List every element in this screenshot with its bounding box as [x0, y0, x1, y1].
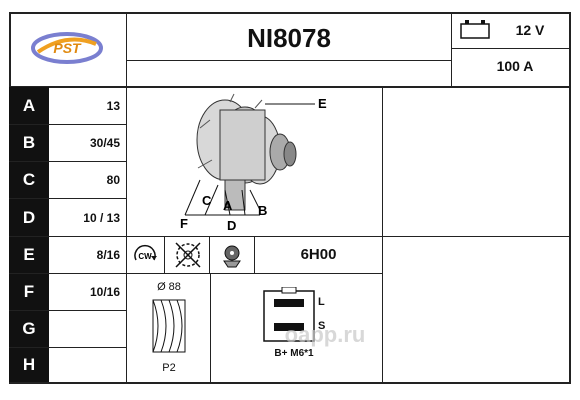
alternator-body	[196, 93, 297, 211]
row-value-h	[50, 348, 126, 382]
rotation-cw-icon: CW	[130, 240, 160, 270]
diagram-label-b: B	[258, 203, 267, 218]
row-value-e: 8/16	[96, 248, 120, 262]
battery-icon	[459, 18, 491, 40]
connector-label-s: S	[318, 320, 326, 332]
diagram-label-c: C	[202, 193, 212, 208]
voltage-value: 12 V	[515, 22, 545, 38]
connector-diagram	[260, 286, 318, 345]
row-label-h: H	[9, 348, 49, 382]
row-value-a: 13	[106, 98, 120, 113]
row-value-f: 10/16	[89, 285, 120, 299]
diagram-label-e: E	[318, 96, 327, 111]
rotation-label: CW	[138, 252, 152, 261]
terminal-spec: B+ M6*1	[274, 348, 314, 359]
watermark: oapp.ru	[284, 322, 366, 347]
current-value: 100 A	[496, 58, 534, 74]
model-code: 6H00	[300, 246, 337, 263]
row-value-b: 30/45	[89, 136, 120, 150]
logo-text: PST	[53, 40, 82, 56]
row-value-c: 80	[106, 173, 120, 187]
row-label-c: C	[9, 162, 49, 198]
row-label-g: G	[9, 311, 49, 347]
regulator-icon	[218, 241, 246, 269]
row-label-b: B	[9, 125, 49, 161]
diagram-label-a: A	[223, 198, 233, 213]
row-value-g	[50, 311, 126, 347]
diagram-label-f: F	[180, 216, 188, 231]
connector-label-l: L	[318, 296, 325, 308]
row-value-d: 10 / 13	[83, 210, 120, 225]
row-label-e: E	[9, 237, 49, 273]
row-label-a: A	[9, 87, 49, 124]
alternator-diagram: E F C A B D	[130, 90, 380, 234]
part-number: NI8078	[247, 23, 331, 53]
brand-logo: PST	[30, 30, 104, 66]
pulley-icon	[145, 296, 193, 356]
row-label-f: F	[9, 274, 49, 310]
row-label-d: D	[9, 199, 49, 236]
fan-crossed-icon	[172, 239, 204, 271]
pulley-diameter: Ø 88	[157, 281, 181, 293]
diagram-label-d: D	[227, 218, 236, 233]
pulley-type: P2	[162, 362, 176, 374]
